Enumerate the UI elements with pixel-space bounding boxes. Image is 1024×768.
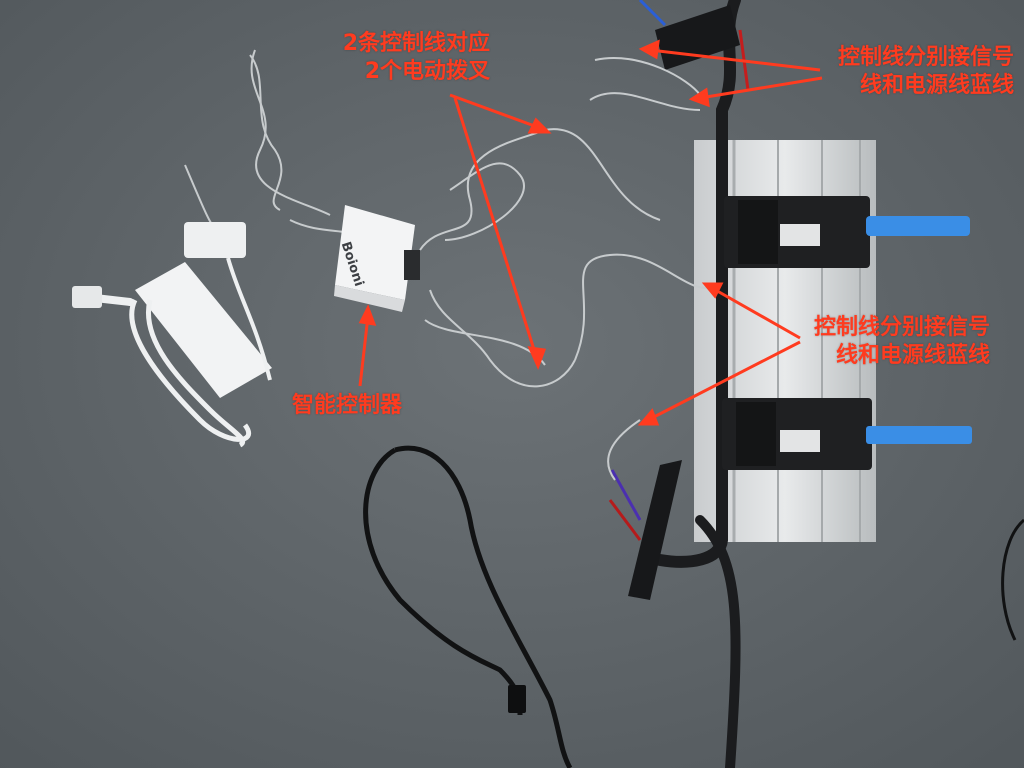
forks-annotation: 2条控制线对应 2个电动拨叉 [290,30,490,86]
plug-head [508,685,526,713]
right-edge-cable [1001,518,1024,641]
mid-wires-annotation: 控制线分别接信号 线和电源线蓝线 [778,314,990,370]
top-wires-annotation: 控制线分别接信号 线和电源线蓝线 [804,44,1014,100]
electric-fork-lower [722,398,972,470]
controller-annotation: 智能控制器 [292,392,402,420]
mid-wires-annotation-line1: 控制线分别接信号 [813,315,990,340]
power-cable-bottom [695,515,741,768]
controller-annotation-text: 智能控制器 [292,393,403,418]
forks-annotation-line2: 2个电动拨叉 [364,59,490,84]
wire-blue-top [638,0,667,27]
top-wires-annotation-line2: 线和电源线蓝线 [859,73,1014,98]
power-adapter [72,222,272,448]
mid-wires-annotation-line2: 线和电源线蓝线 [835,343,990,368]
flat-cord-right [394,445,573,768]
smart-controller [334,205,420,312]
wire-red-bottom [608,499,642,541]
annotation-arrows [358,39,823,426]
tape-bottom [628,460,682,600]
wire-purple-bottom [610,469,642,521]
electric-fork-upper [724,196,970,268]
top-wires-annotation-line1: 控制线分别接信号 [837,45,1014,70]
silver-control-wires [184,49,716,481]
forks-annotation-line1: 2条控制线对应 [342,31,490,56]
